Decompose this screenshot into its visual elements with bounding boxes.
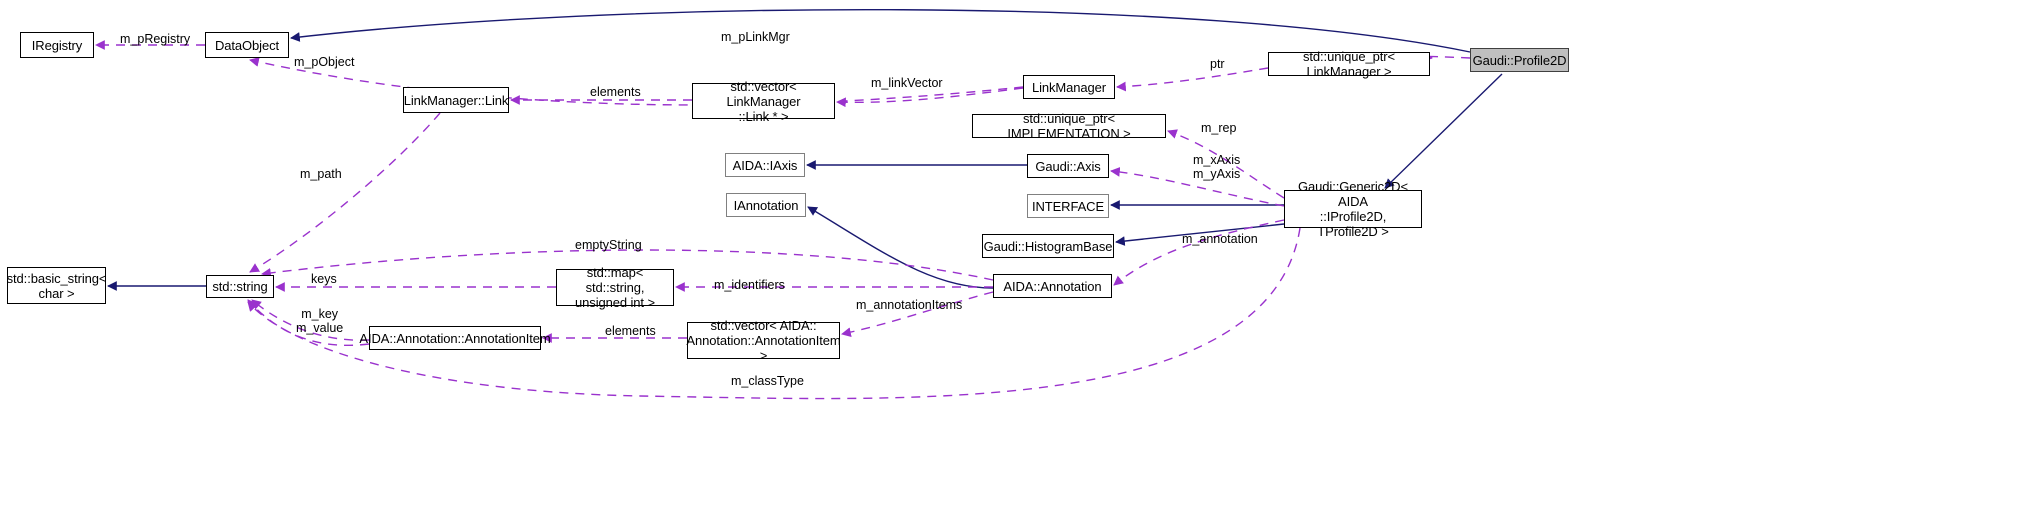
- node-aida-annotation-annotationitem[interactable]: AIDA::Annotation::AnnotationItem: [359, 326, 551, 350]
- node-gaudi-histogrambase[interactable]: Gaudi::HistogramBase: [982, 234, 1114, 258]
- node-std-map-string-uint[interactable]: std::map< std::string, unsigned int >: [556, 265, 674, 310]
- edge-label-m-classtype: m_classType: [731, 374, 804, 388]
- edge-label-m-annotationitems: m_annotationItems: [856, 298, 963, 312]
- edge-generic2d-m_annotation-annotation: [1113, 219, 1285, 286]
- node-aida-annotation[interactable]: AIDA::Annotation: [993, 274, 1112, 298]
- node-std-basic-string[interactable]: std::basic_string< char >: [7, 267, 106, 304]
- node-iannotation[interactable]: IAnnotation: [726, 193, 806, 217]
- node-unique-ptr-implementation[interactable]: std::unique_ptr< IMPLEMENTATION >: [972, 111, 1166, 141]
- edge-label-m-path: m_path: [300, 167, 342, 181]
- node-vector-annotationitem[interactable]: std::vector< AIDA:: Annotation::Annotati…: [686, 318, 841, 363]
- node-std-string[interactable]: std::string: [206, 275, 274, 298]
- node-gaudi-profile2d[interactable]: Gaudi::Profile2D: [1470, 48, 1569, 72]
- node-unique-ptr-linkmanager[interactable]: std::unique_ptr< LinkManager >: [1268, 49, 1430, 79]
- node-gaudi-axis[interactable]: Gaudi::Axis: [1027, 154, 1109, 178]
- edge-label-elements-annotation: elements: [605, 324, 656, 338]
- node-gaudi-generic2d[interactable]: Gaudi::Generic2D< AIDA ::IProfile2D, TPr…: [1284, 179, 1422, 239]
- edge-label-m-pobject: m_pObject: [294, 55, 355, 69]
- node-linkmanager-link[interactable]: LinkManager::Link: [403, 87, 509, 113]
- edge-label-m-rep: m_rep: [1201, 121, 1237, 135]
- edge-label-keys: keys: [311, 272, 337, 286]
- edge-linkmanager-m_linkVector-vectorlink: [836, 87, 1024, 108]
- edge-annotation-to-iannotation: [807, 206, 994, 289]
- edge-label-m-plinkmgr: m_pLinkMgr: [721, 30, 790, 44]
- edge-uniqueptr-ptr-linkmanager: [1116, 67, 1269, 92]
- edge-label-m-xaxis-m-yaxis: m_xAxis m_yAxis: [1193, 153, 1241, 181]
- node-aida-iaxis[interactable]: AIDA::IAxis: [725, 153, 805, 177]
- edge-label-m-identifiers: m_identifiers: [714, 278, 785, 292]
- edge-label-m-pregistry: m_pRegistry: [120, 32, 191, 46]
- edge-label-m-annotation: m_annotation: [1182, 232, 1258, 246]
- node-interface[interactable]: INTERFACE: [1027, 194, 1109, 218]
- node-linkmanager[interactable]: LinkManager: [1023, 75, 1115, 99]
- edge-profile2d-to-dataobject: [290, 8, 1471, 53]
- node-vector-linkmanager-link[interactable]: std::vector< LinkManager ::Link * >: [692, 79, 835, 124]
- node-iregistry[interactable]: IRegistry: [20, 32, 94, 58]
- edge-generic2d-m_classType-stdstring: [247, 227, 1301, 400]
- edge-label-ptr: ptr: [1210, 57, 1225, 71]
- edge-profile2d-to-generic2d: [1384, 73, 1503, 189]
- node-dataobject[interactable]: DataObject: [205, 32, 289, 58]
- edge-linkmanagerlink-m_path-stdstring: [249, 112, 441, 273]
- edge-label-elements-link: elements: [590, 85, 641, 99]
- edge-label-m-key-m-value: m_key m_value: [296, 307, 344, 335]
- edge-label-m-linkvector: m_linkVector: [871, 76, 943, 90]
- edge-label-emptystring: emptyString: [575, 238, 642, 252]
